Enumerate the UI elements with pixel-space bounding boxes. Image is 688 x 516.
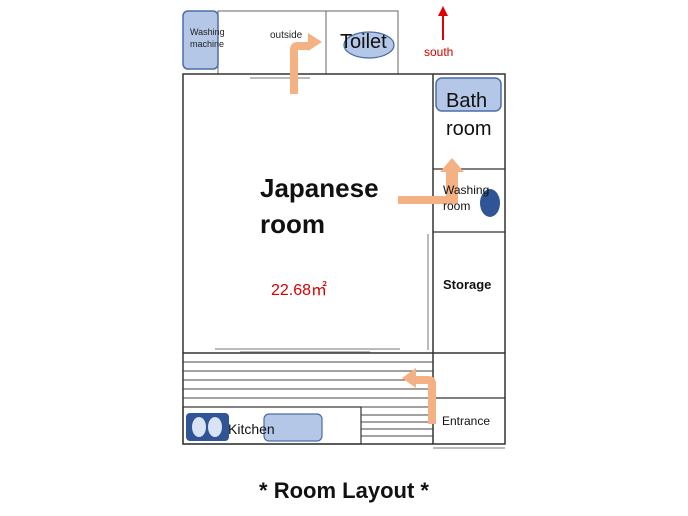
toilet-label: Toilet [340, 31, 387, 53]
arrow-from-entrance [402, 368, 436, 424]
washing-machine-label: Washing machine [190, 27, 225, 49]
kitchen-sink-fixture [263, 413, 323, 442]
layout-caption: * Room Layout * [259, 478, 429, 503]
outside-label: outside [270, 30, 303, 41]
japanese-room-label: Japanese room [260, 173, 379, 239]
washroom-sink-fixture [480, 189, 500, 217]
washing-room-label: Washing room [443, 183, 490, 213]
corridor-stripes [183, 361, 433, 408]
entrance-label: Entrance [442, 414, 491, 428]
arrow-to-toilet [290, 33, 322, 94]
arrow-to-washroom [398, 158, 464, 204]
bath-room-label: Bath room [446, 90, 492, 140]
kitchen-label: Kitchen [228, 421, 275, 437]
storage-label: Storage [443, 277, 492, 292]
room-area-label: 22.68㎡ [271, 282, 328, 299]
toilet-fixture [343, 31, 395, 59]
south-arrow-head [438, 6, 448, 16]
washing-machine-fixture [182, 10, 219, 70]
kitchen-area [182, 406, 362, 445]
entrance-steps [361, 414, 433, 437]
bathtub-fixture [435, 77, 502, 112]
stove-burner-right [208, 417, 222, 437]
south-label: south [424, 45, 454, 59]
stove-burner-left [192, 417, 206, 437]
